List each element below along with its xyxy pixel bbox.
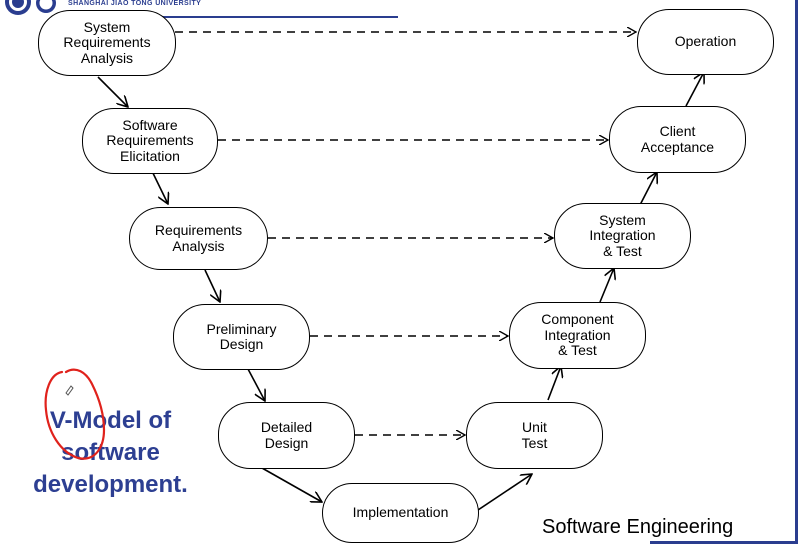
node-client-acceptance[interactable]: Client Acceptance (609, 106, 746, 173)
flow-arrow-6 (477, 474, 532, 511)
node-software-requirements-elicitation[interactable]: Software Requirements Elicitation (82, 108, 218, 174)
node-component-integration-test[interactable]: Component Integration & Test (509, 302, 646, 369)
node-unit-test[interactable]: Unit Test (466, 402, 603, 469)
node-detailed-design[interactable]: Detailed Design (218, 402, 355, 469)
flow-arrow-4 (247, 368, 265, 401)
node-preliminary-design[interactable]: Preliminary Design (173, 304, 310, 370)
slide-edge-bar (795, 0, 798, 544)
university-name: SHANGHAI JIAO TONG UNIVERSITY (68, 0, 202, 7)
footer-course-title: Software Engineering (542, 516, 734, 538)
node-implementation[interactable]: Implementation (322, 483, 479, 543)
node-requirements-analysis[interactable]: Requirements Analysis (129, 207, 268, 270)
university-logo (5, 0, 56, 15)
node-system-requirements-analysis[interactable]: System Requirements Analysis (38, 10, 176, 76)
flow-arrow-1 (97, 76, 128, 107)
flow-arrow-9 (639, 172, 657, 206)
header-divider (68, 16, 398, 18)
diagram-title: V-Model of software development. (33, 407, 188, 498)
flow-arrow-7 (547, 366, 561, 401)
footer-divider (650, 541, 798, 544)
flow-arrow-3 (204, 269, 220, 302)
node-operation[interactable]: Operation (637, 9, 774, 75)
flow-arrow-5 (261, 467, 322, 502)
pencil-icon (65, 385, 74, 396)
flow-arrow-10 (685, 72, 704, 107)
node-system-integration-test[interactable]: System Integration & Test (554, 203, 691, 269)
flow-arrow-8 (599, 268, 614, 303)
